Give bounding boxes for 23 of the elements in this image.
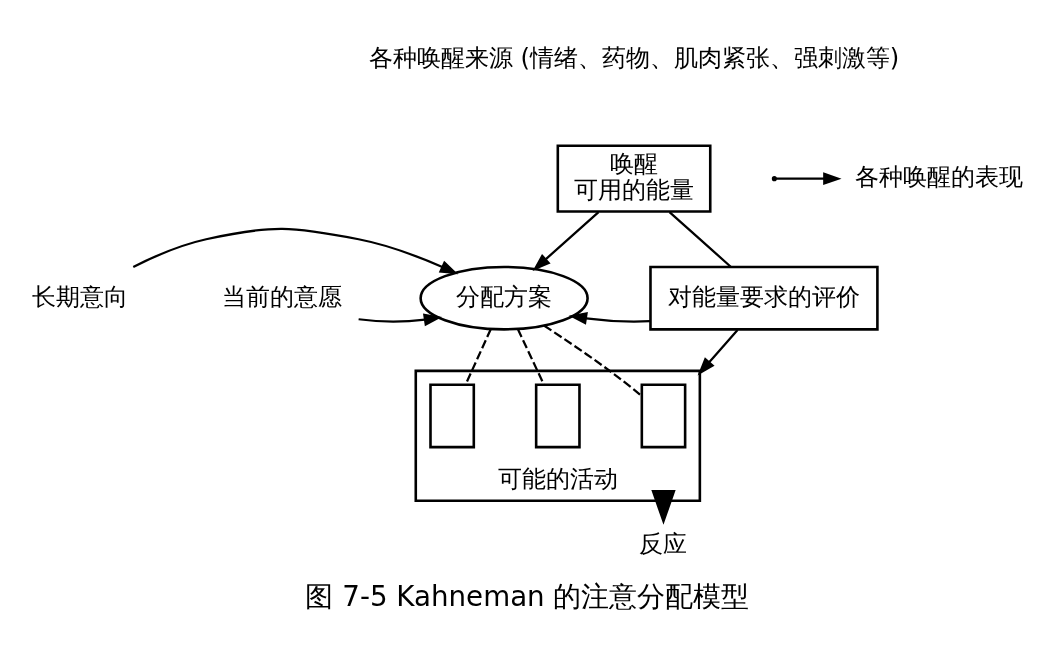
- arrow: [358, 312, 443, 326]
- arrow: [568, 311, 651, 325]
- connector: [543, 324, 643, 396]
- node-text: 各种唤醒的表现: [854, 161, 1023, 191]
- node-box: [640, 382, 687, 448]
- arrow: [651, 489, 676, 525]
- node-box: [534, 382, 581, 448]
- arrow: [532, 210, 600, 271]
- caption: 图 7-5 Kahneman 的注意分配模型: [305, 579, 750, 613]
- node-text: 当前的意愿: [222, 281, 343, 311]
- arrow: [775, 171, 842, 185]
- node-text: 长期意向: [31, 281, 128, 311]
- cluster: 可能的活动: [414, 369, 702, 502]
- connector: [464, 328, 492, 385]
- node-box: [429, 382, 476, 448]
- connector: [516, 328, 545, 385]
- arrow: [132, 227, 459, 274]
- node-box: 唤醒 可用的能量: [556, 143, 712, 213]
- label: 各种唤醒来源 (情绪、药物、肌肉紧张、强刺激等): [368, 42, 900, 72]
- node-box: 对能量要求的评价: [649, 265, 879, 331]
- connector: [668, 210, 732, 268]
- arrow: [697, 328, 739, 375]
- node-text: 反应: [639, 528, 688, 558]
